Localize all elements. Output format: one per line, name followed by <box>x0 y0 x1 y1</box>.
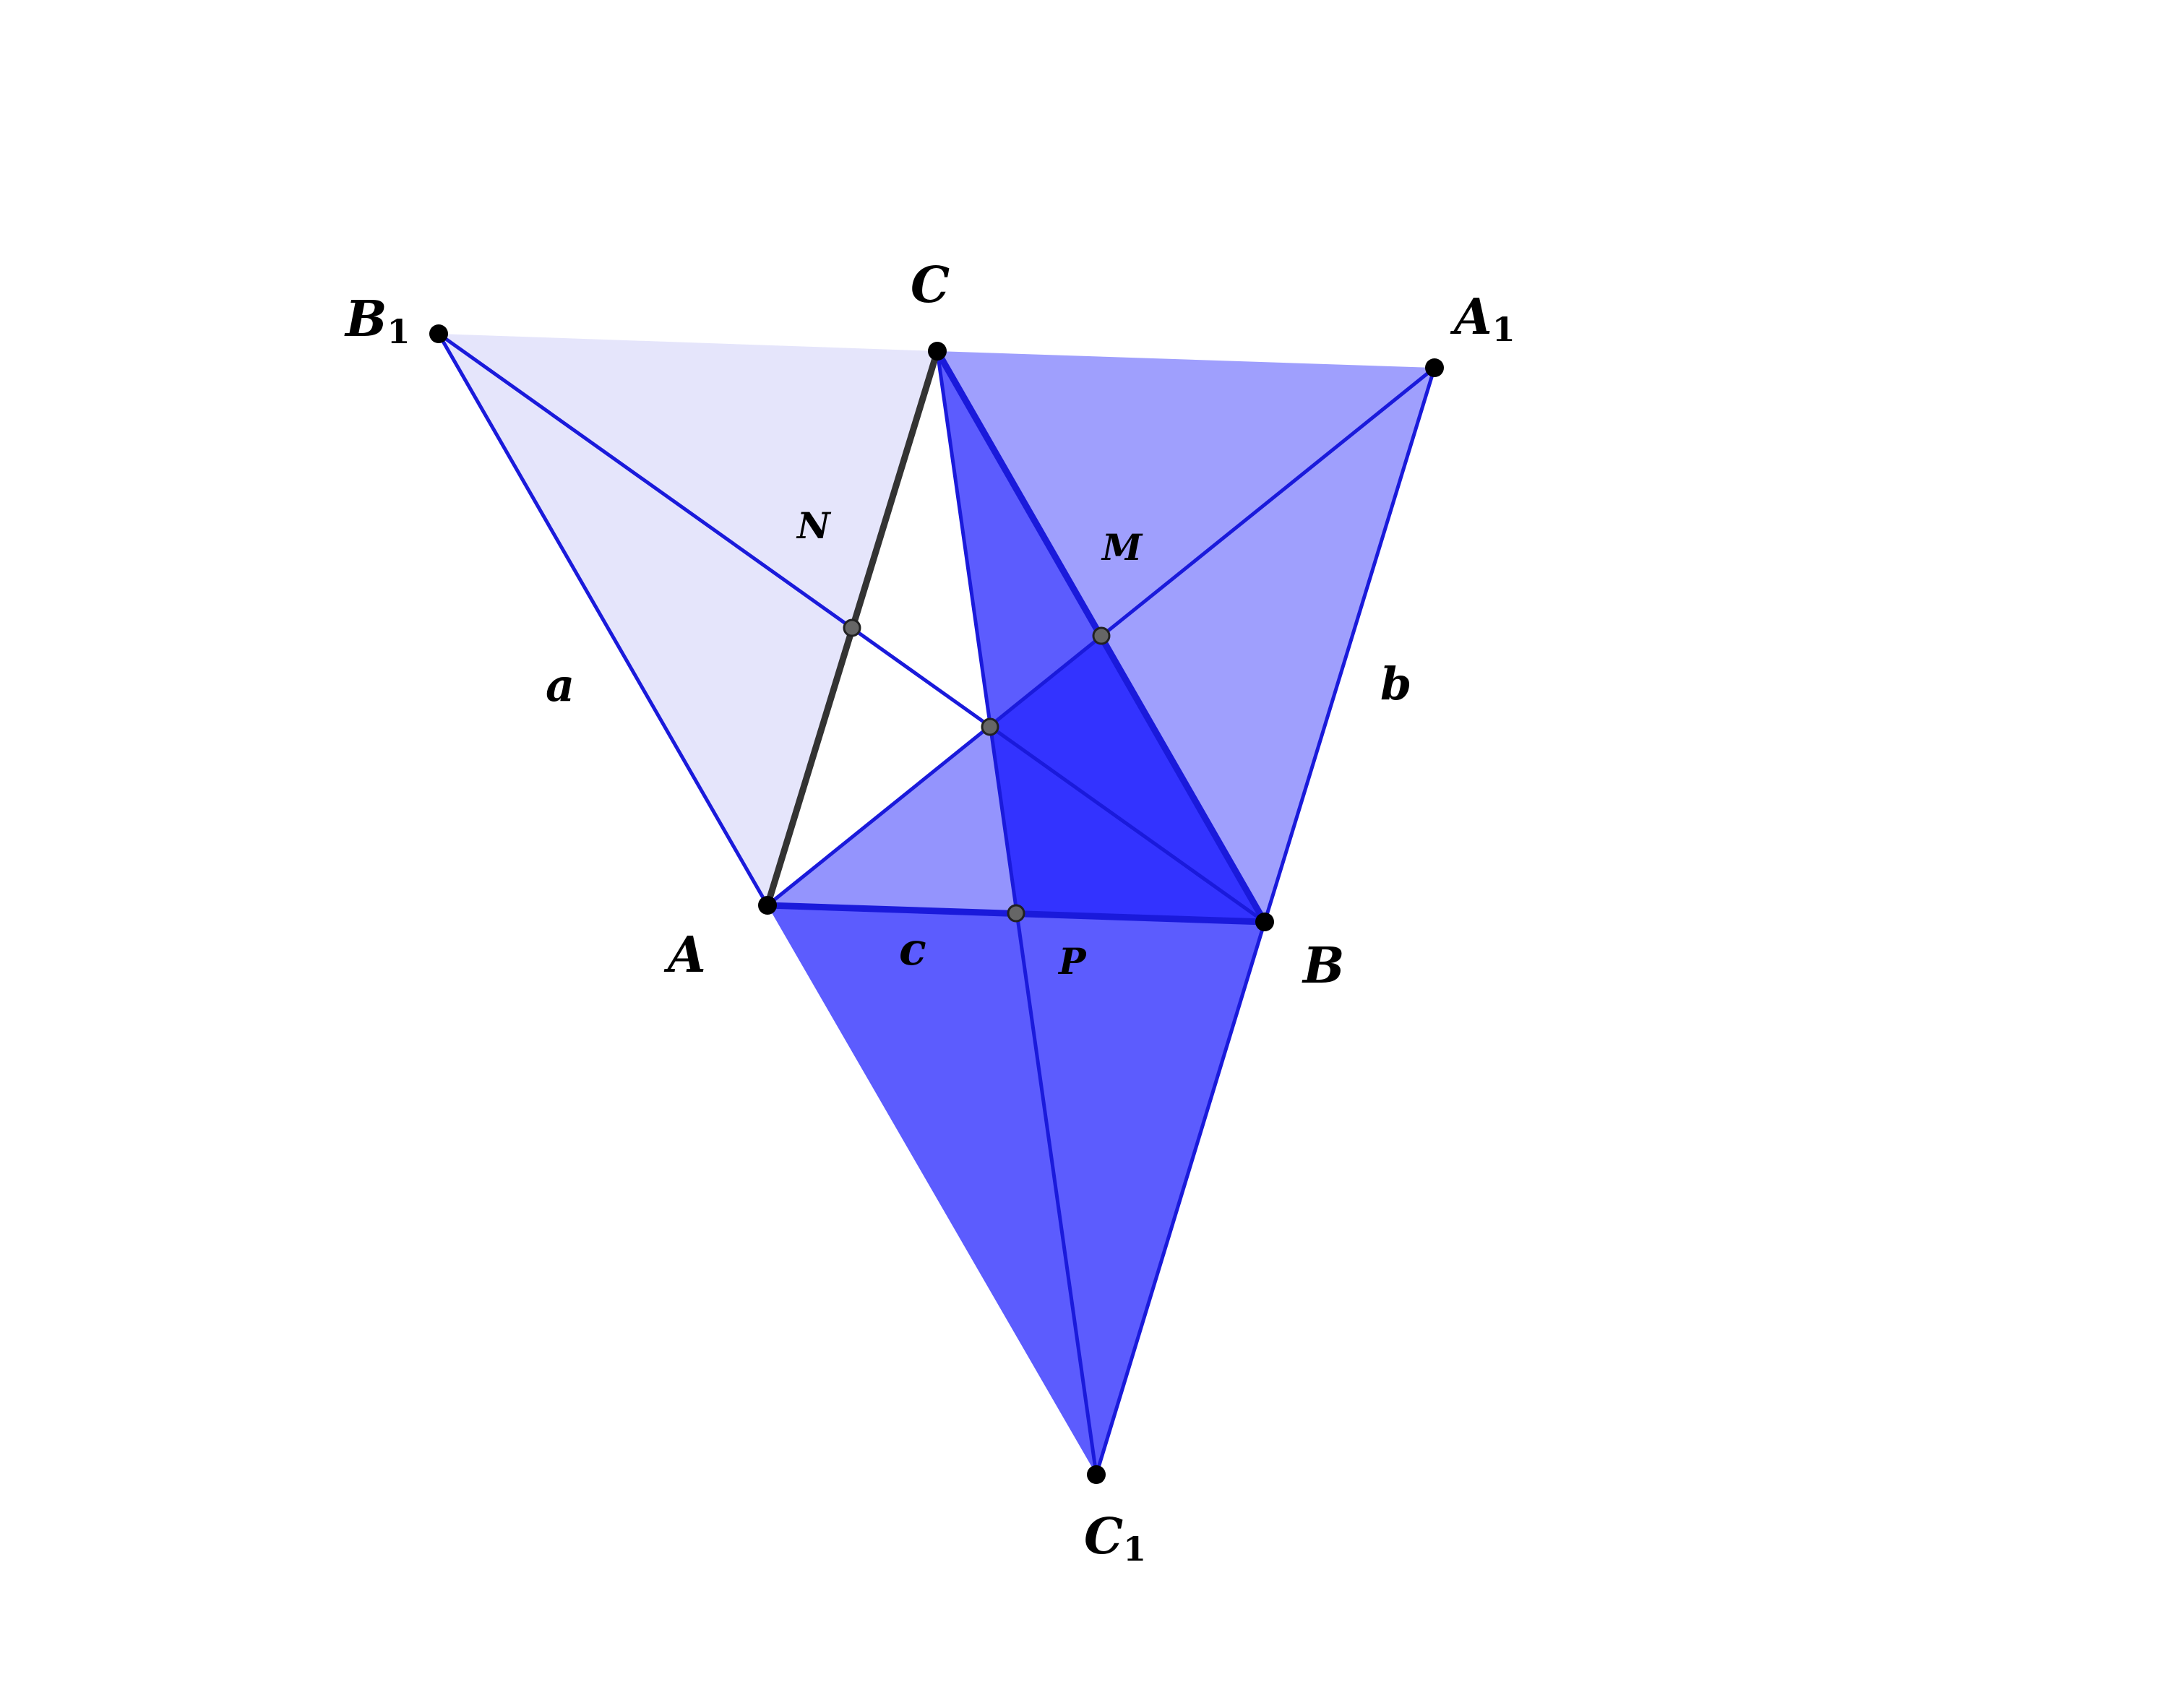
edge-a1-b <box>1262 366 1437 924</box>
label-b: B <box>1302 937 1344 995</box>
triangle-b-c-a1 <box>937 351 1434 922</box>
triangle-a-b1-c <box>439 334 937 905</box>
core-region <box>990 636 1265 922</box>
midpoint-n <box>843 618 861 637</box>
label-p: P <box>1057 940 1087 983</box>
label-a: A <box>663 926 706 984</box>
vertex-c1 <box>1087 1465 1106 1484</box>
overlap-region-lower-left <box>767 727 1015 913</box>
labels: B1 C A1 A B C1 N M P a b c <box>344 256 1515 1569</box>
vertex-a <box>758 896 777 915</box>
vertex-b <box>1255 913 1274 931</box>
edge-a-b1 <box>436 332 770 907</box>
midpoint-p <box>1007 904 1025 923</box>
points <box>429 324 1444 1484</box>
label-side-a: a <box>546 659 575 712</box>
label-b1: B1 <box>344 290 410 351</box>
label-m: M <box>1101 526 1143 569</box>
triangle-a-b-c1 <box>767 905 1265 1475</box>
vertex-a1 <box>1425 358 1444 377</box>
label-a1: A1 <box>1450 288 1515 349</box>
label-side-b: b <box>1380 657 1411 710</box>
edge-b-c1 <box>1094 920 1267 1477</box>
label-side-c: c <box>899 923 926 975</box>
vertex-b1 <box>429 324 448 343</box>
label-c: C <box>911 256 950 314</box>
vertex-c <box>928 342 947 361</box>
intersection-point <box>981 717 999 736</box>
label-n: N <box>796 504 832 547</box>
label-c1: C1 <box>1084 1508 1146 1569</box>
midpoint-m <box>1092 626 1111 645</box>
triangle-fills <box>439 334 1434 1475</box>
